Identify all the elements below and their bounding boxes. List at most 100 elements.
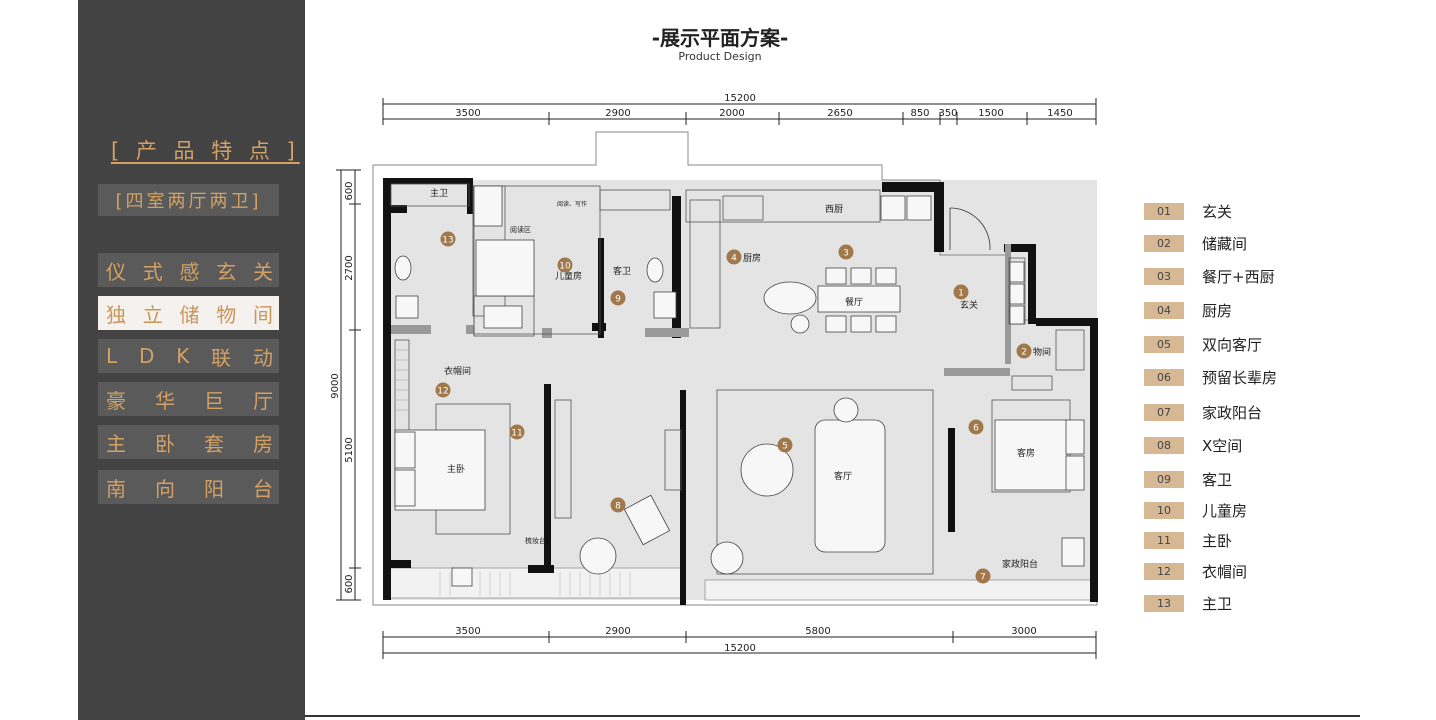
feature-item-6: 南向阳台 <box>98 470 279 504</box>
legend-label: 储藏间 <box>1202 234 1248 253</box>
page-subtitle: Product Design <box>678 50 762 63</box>
feature-char: 南 <box>106 476 126 501</box>
legend-label: 预留长辈房 <box>1202 368 1278 387</box>
marker-number: 4 <box>731 254 737 264</box>
legend-row: 06 预留长辈房 <box>1144 367 1277 387</box>
room-marker: 8 <box>610 497 626 513</box>
room-marker: 10 <box>557 257 573 273</box>
room-marker: 6 <box>968 419 984 435</box>
legend-number-badge: 10 <box>1144 501 1184 519</box>
room-label-kewei: 客卫 <box>613 265 631 277</box>
living-balcony <box>704 579 1096 601</box>
room-label-chufang: 厨房 <box>743 252 761 264</box>
dim-top-8: 1450 <box>1047 108 1072 119</box>
dim-left-total: 9000 <box>330 373 341 398</box>
page-title: -展示平面方案- <box>651 26 789 50</box>
marker-number: 13 <box>442 236 453 246</box>
feature-item-5: 主卧套房 <box>98 425 279 459</box>
room-marker: 12 <box>435 382 451 398</box>
dimension-bottom <box>382 631 1097 659</box>
marker-dot <box>726 249 742 265</box>
legend-row: 10 儿童房 <box>1144 500 1247 520</box>
legend-number-badge: 11 <box>1144 531 1184 549</box>
dim-top-7: 1500 <box>978 108 1003 119</box>
feature-char: 动 <box>253 345 273 370</box>
dimension-left <box>336 169 361 601</box>
marker-number: 7 <box>980 573 986 583</box>
marker-number: 6 <box>973 424 979 434</box>
feature-item-1: 仪式感玄关 <box>98 253 279 287</box>
feature-char: 向 <box>155 476 175 501</box>
dim-left-3: 5100 <box>344 437 355 462</box>
marker-dot <box>509 424 525 440</box>
marker-number: 11 <box>511 429 522 439</box>
feature-char: 巨 <box>204 388 224 413</box>
legend-number-badge: 04 <box>1144 301 1184 319</box>
feature-char: 仪 <box>106 259 126 284</box>
legend-number-badge: 06 <box>1144 368 1184 386</box>
room-label-xuanguan: 玄关 <box>960 299 978 311</box>
feature-char: 豪 <box>106 388 126 413</box>
room-label-yuedu-xiezuo: 阅读、写作 <box>557 200 587 208</box>
room-label-wujian: 物间 <box>1033 346 1051 358</box>
feature-char: D <box>138 344 155 368</box>
room-marker: 5 <box>777 437 793 453</box>
dim-bottom-3: 5800 <box>805 626 830 637</box>
legend-label: 玄关 <box>1202 202 1233 221</box>
room-label-canting: 餐厅 <box>845 296 863 308</box>
feature-char: 玄 <box>216 259 237 284</box>
legend-row: 11 主卧 <box>1144 530 1232 550</box>
room-label-yueduqu: 阅读区 <box>510 225 531 234</box>
marker-number: 3 <box>843 249 849 259</box>
room-marker: 7 <box>975 568 991 584</box>
bottom-rule <box>305 715 1360 717</box>
room-label-kefang: 客房 <box>1017 447 1035 459</box>
dim-top-5: 850 <box>910 108 929 119</box>
room-label-shuzhuotai: 梳妆台 <box>525 536 546 545</box>
marker-number: 10 <box>559 262 571 272</box>
dim-left-2: 2700 <box>344 255 355 280</box>
feature-char: 华 <box>155 388 175 413</box>
room-marker: 11 <box>509 424 525 440</box>
marker-dot <box>968 419 984 435</box>
room-label-xichu: 西厨 <box>825 204 843 215</box>
room-label-keting: 客厅 <box>834 470 852 482</box>
balcony-hatching <box>439 572 631 596</box>
wardrobe-hatch <box>396 349 408 411</box>
room-label-jiazheng: 家政阳台 <box>1002 558 1038 570</box>
feature-char: 间 <box>253 302 273 327</box>
feature-char: 阳 <box>204 476 224 501</box>
feature-char: 式 <box>142 259 163 284</box>
legend-label: 主卧 <box>1202 531 1233 550</box>
room-marker: 2 <box>1016 343 1032 359</box>
dim-top-4: 2650 <box>827 108 852 119</box>
feature-char: 物 <box>216 302 237 327</box>
feature-char: 独 <box>106 302 126 327</box>
entry-door <box>949 207 991 251</box>
legend-number-badge: 05 <box>1144 335 1184 353</box>
feature-char: L <box>106 344 118 368</box>
marker-dot <box>610 290 626 306</box>
legend-number-badge: 13 <box>1144 594 1184 612</box>
feature-char: 房 <box>253 431 273 456</box>
marker-dot <box>777 437 793 453</box>
feature-char: 卧 <box>155 431 175 456</box>
legend-label: 衣帽间 <box>1202 562 1248 581</box>
legend-label: 儿童房 <box>1202 501 1248 520</box>
features-title: [ 产 品 特 点 ] <box>111 139 300 163</box>
feature-char: 厅 <box>253 388 273 413</box>
marker-dot <box>1016 343 1032 359</box>
dim-top-2: 2900 <box>605 108 630 119</box>
feature-item-2: 独立储物间 <box>98 296 279 330</box>
marker-dot <box>557 257 573 273</box>
